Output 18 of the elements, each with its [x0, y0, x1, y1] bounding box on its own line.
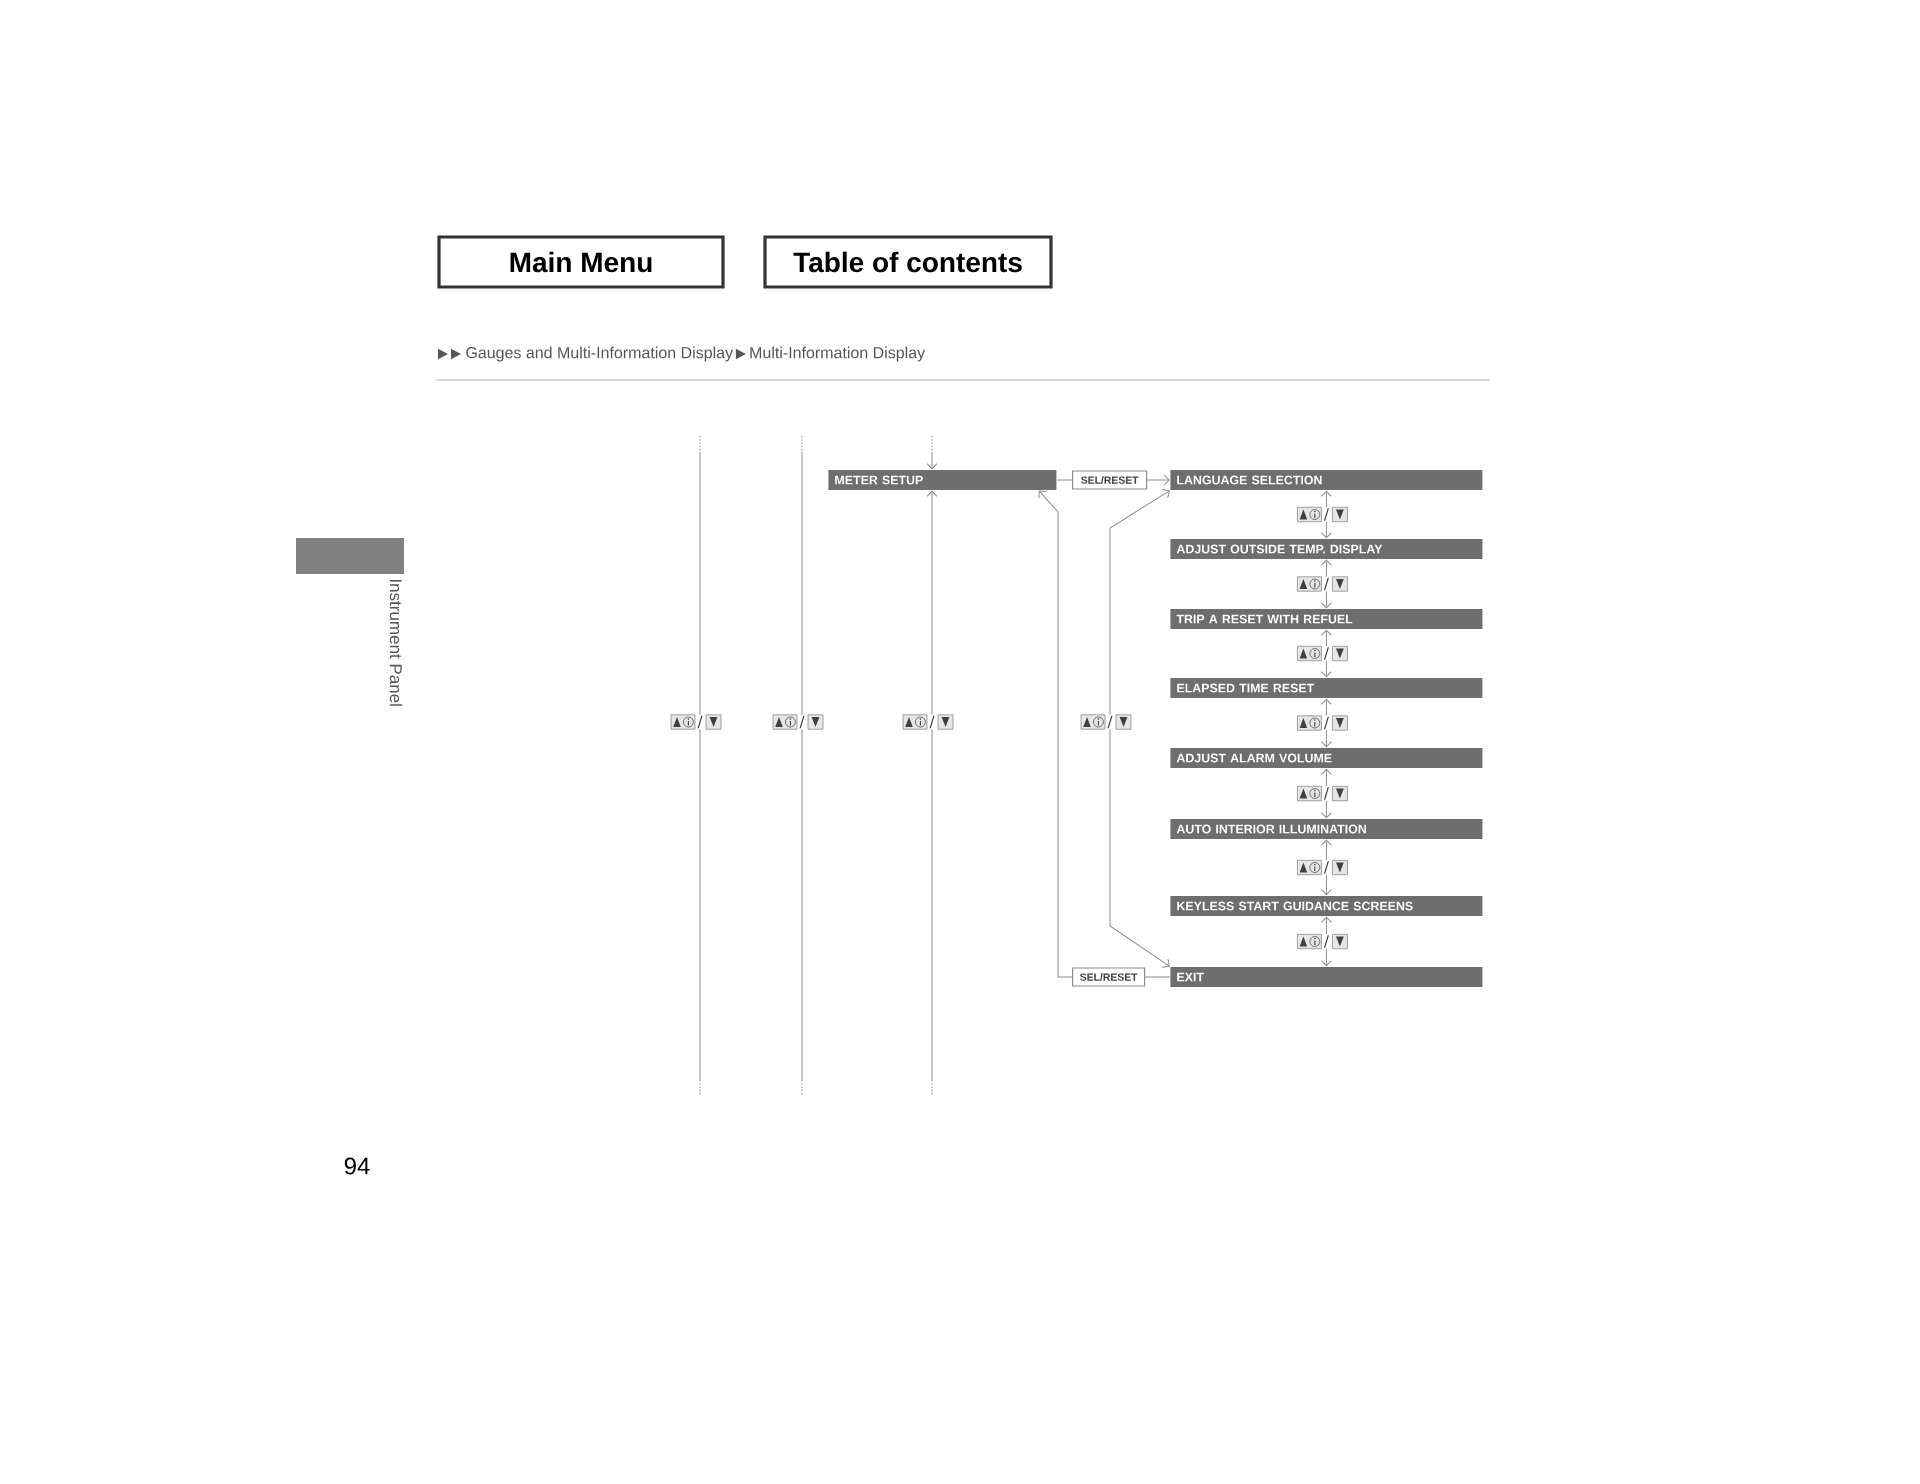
arrow [1320, 916, 1332, 967]
breadcrumb-text: Multi-Information Display [750, 346, 926, 362]
arrow [1320, 839, 1332, 896]
arrow [1320, 559, 1332, 609]
arrow [1320, 698, 1332, 748]
arrow [1146, 474, 1170, 486]
nav-button: Table of contents [763, 235, 1053, 289]
arrow [1320, 768, 1332, 819]
arrow [926, 451, 938, 470]
page-number: 94 [344, 1157, 370, 1175]
section-title: Instrument Panel [389, 580, 403, 706]
arrow [1109, 488, 1170, 968]
nav-button: Main Menu [437, 235, 725, 289]
arrow [1320, 629, 1332, 678]
arrow [926, 490, 938, 1081]
breadcrumb-text: Gauges and Multi-Information Display [466, 346, 733, 362]
arrow [1038, 490, 1073, 978]
arrow [1320, 490, 1332, 539]
